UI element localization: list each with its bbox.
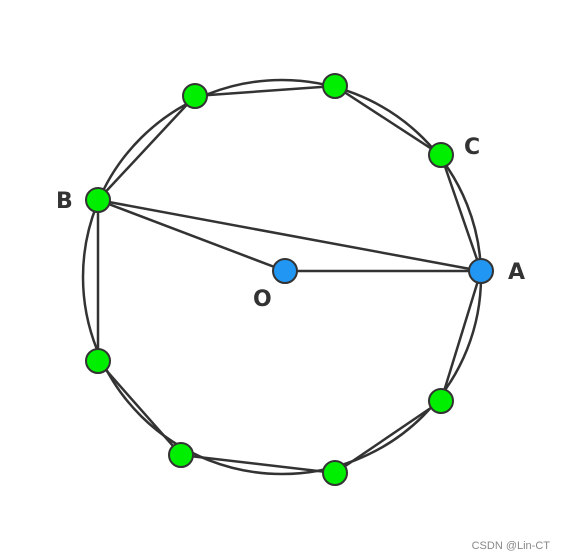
- vertex-point: [322, 73, 348, 99]
- vertex-point: [182, 83, 208, 109]
- label-B: B: [56, 189, 73, 214]
- segment-BA: [97, 198, 482, 273]
- vertex-point: [168, 442, 194, 468]
- vertex-point-B: [85, 187, 111, 213]
- vertex-point-C: [428, 142, 454, 168]
- label-C: C: [464, 135, 480, 160]
- vertex-point: [322, 460, 348, 486]
- watermark: CSDN @Lin-CT: [471, 540, 550, 552]
- polygon-edges: [96, 84, 483, 475]
- vertex-point: [85, 348, 111, 374]
- segment-BO: [97, 198, 286, 273]
- vertex-point-A: [468, 258, 494, 284]
- label-O: O: [253, 287, 272, 312]
- label-A: A: [508, 260, 525, 285]
- vertex-point: [428, 388, 454, 414]
- center-point-O: [272, 258, 298, 284]
